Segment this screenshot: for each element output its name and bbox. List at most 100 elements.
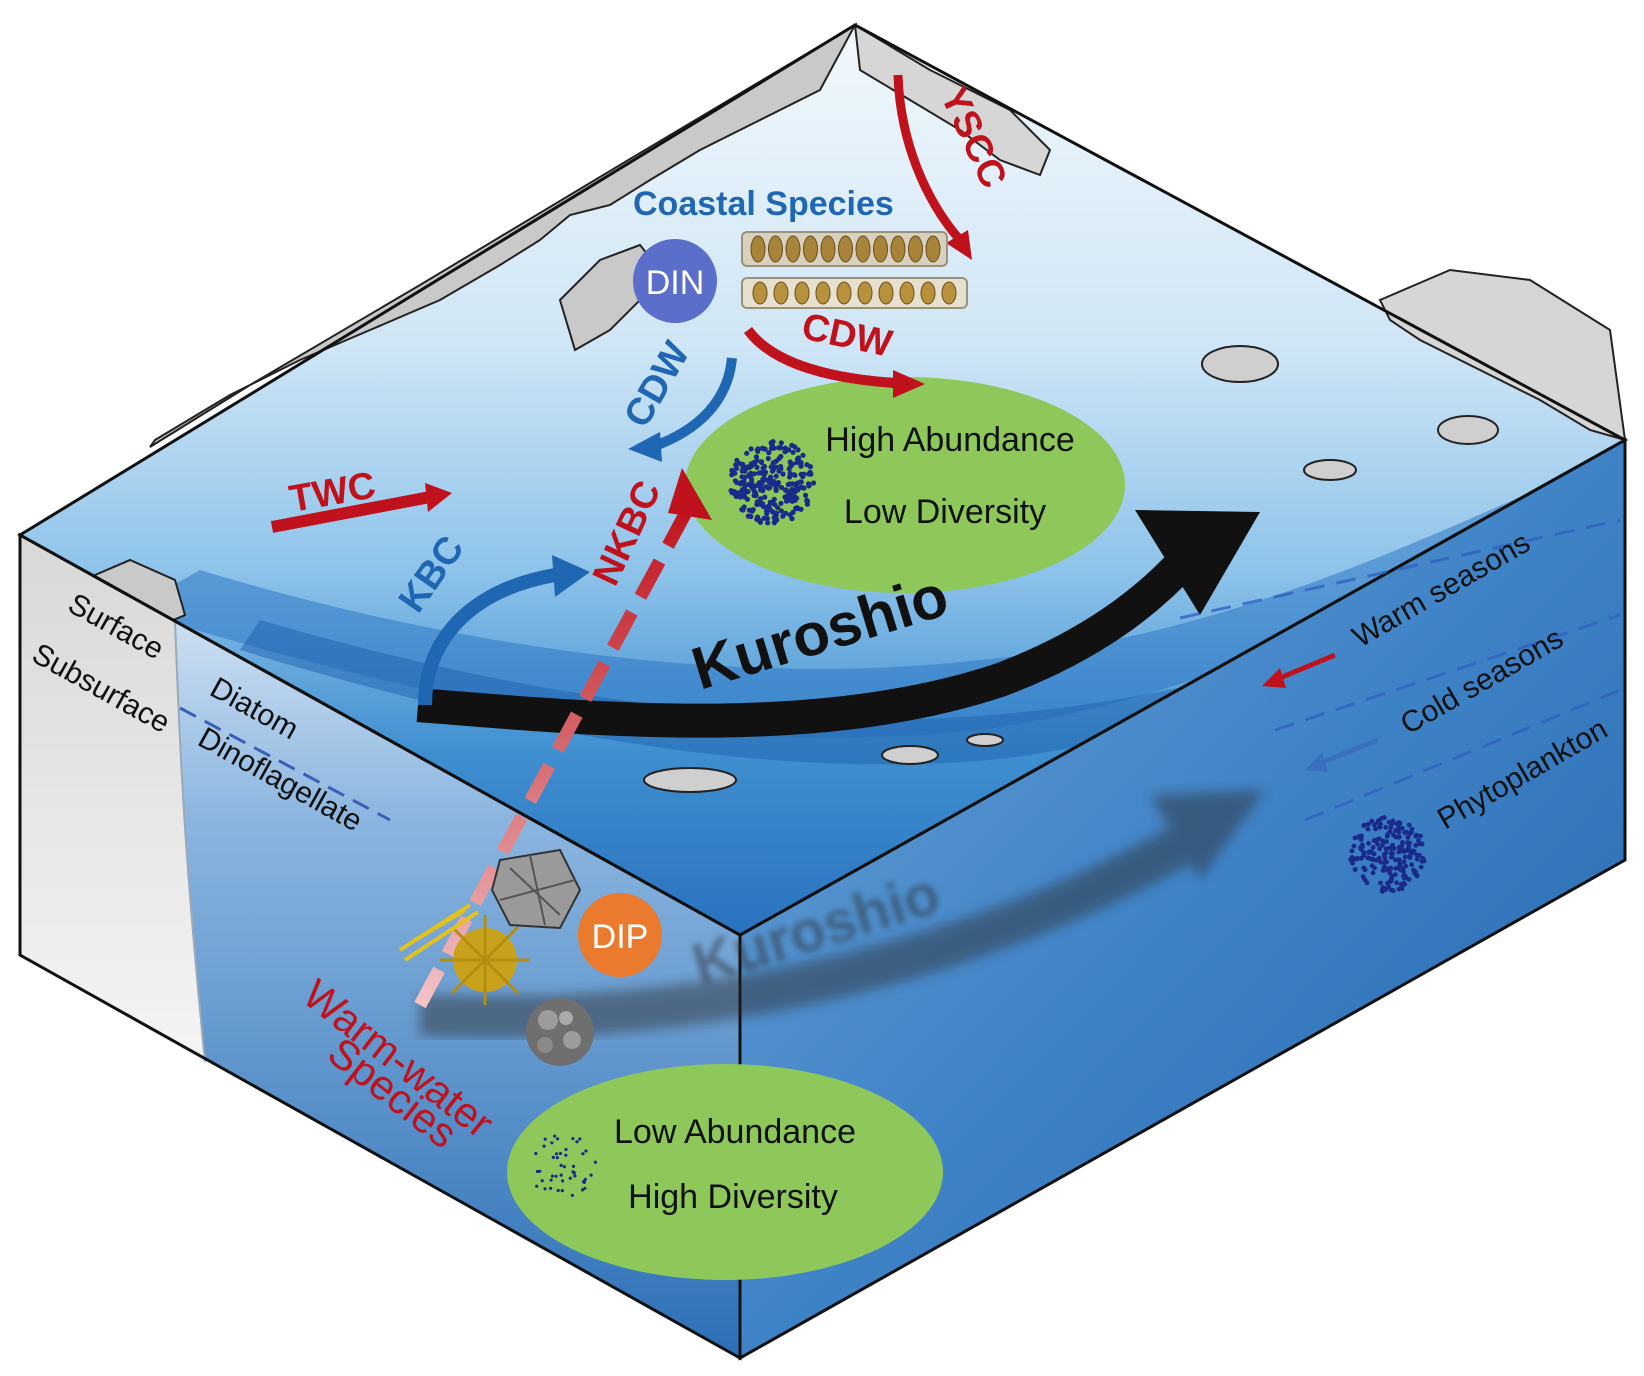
layer-divider-line	[179, 706, 391, 822]
phytoplankton-dot	[1378, 859, 1384, 865]
phytoplankton-dot	[535, 1169, 540, 1174]
coastal-species-label: Coastal Species	[633, 185, 894, 223]
phytoplankton-dot	[734, 465, 740, 471]
high-abundance-label: High Abundance	[825, 421, 1075, 459]
phytoplankton-dot	[1397, 862, 1403, 868]
phytoplankton-dot	[1370, 870, 1376, 876]
phytoplankton-dot	[1368, 856, 1373, 861]
phytoplankton-dot	[771, 478, 777, 484]
phytoplankton-dot	[1399, 825, 1405, 831]
phytoplankton-dot	[806, 483, 812, 489]
phytoplankton-dot	[768, 440, 774, 446]
phytoplankton-dot	[1406, 876, 1412, 882]
phytoplankton-dot	[1376, 855, 1382, 861]
high-abundance-zone: High Abundance Low Diversity	[685, 377, 1125, 593]
phytoplankton-dot	[1400, 840, 1405, 845]
phytoplankton-dot	[780, 471, 786, 477]
phytoplankton-dot	[560, 1189, 564, 1193]
phytoplankton-dot	[1409, 862, 1414, 868]
phytoplankton-dot	[731, 489, 737, 495]
phytoplankton-dot	[1414, 856, 1420, 862]
phytoplankton-dot	[765, 504, 771, 510]
phytoplankton-dot	[1418, 864, 1424, 870]
phytoplankton-dot	[770, 460, 776, 466]
phytoplankton-dot	[1383, 846, 1389, 852]
diatom-cell	[920, 281, 936, 305]
phytoplankton-dot	[754, 447, 760, 453]
phytoplankton-dot	[1420, 855, 1426, 861]
phytoplankton-dot	[741, 504, 747, 510]
phytoplankton-dot	[778, 484, 785, 491]
phytoplankton-dot	[551, 1155, 555, 1159]
phytoplankton-dot	[790, 449, 796, 455]
phytoplankton-dot	[776, 445, 782, 451]
phytoplankton-dot	[771, 520, 778, 526]
phytoplankton-dot	[780, 513, 786, 519]
phytoplankton-dot	[1390, 818, 1396, 824]
cdw-south-arrow	[628, 357, 737, 462]
phytoplankton-dot	[1378, 880, 1383, 886]
phytoplankton-dot	[1362, 877, 1368, 883]
phytoplankton-dot	[1389, 887, 1394, 893]
phytoplankton-dot	[770, 467, 776, 473]
phytoplankton-dot	[571, 1164, 576, 1168]
phytoplankton-dot	[738, 480, 745, 486]
phytoplankton-dot	[555, 1156, 559, 1160]
diatom-cell	[838, 235, 853, 263]
phytoplankton-dot	[570, 1193, 575, 1197]
phytoplankton-dot	[1391, 832, 1396, 838]
phytoplankton-dot	[745, 489, 751, 495]
phytoplankton-dot	[773, 473, 779, 479]
phytoplankton-dot	[748, 446, 754, 452]
phytoplankton-dot	[801, 471, 807, 477]
diatom-cell	[752, 281, 768, 305]
phytoplankton-dot	[1371, 822, 1377, 828]
phytoplankton-dot	[1380, 889, 1385, 894]
phytoplankton-dot	[584, 1149, 588, 1153]
diatom-cell	[941, 281, 957, 305]
phytoplankton-dot	[800, 485, 806, 491]
diatom-cell	[899, 281, 915, 305]
phytoplankton-dot	[535, 1184, 539, 1188]
phytoplankton-dot	[765, 455, 771, 462]
diatom-cell	[820, 235, 836, 263]
phytoplankton-dot	[739, 474, 745, 480]
diatom-cell	[925, 235, 941, 263]
phytoplankton-dot	[559, 1163, 563, 1167]
phytoplankton-dot	[1352, 867, 1358, 872]
phytoplankton-dot	[1416, 853, 1422, 858]
diatom-cell	[768, 235, 783, 263]
phytoplankton-dot	[798, 460, 804, 466]
phytoplankton-dot	[765, 520, 771, 526]
phytoplankton-dot	[1380, 842, 1385, 848]
phytoplankton-dot	[782, 445, 789, 451]
diatom-cell	[794, 281, 810, 305]
phytoplankton-dot	[798, 506, 804, 512]
phytoplankton-dot	[1366, 850, 1371, 855]
phytoplankton-dot	[737, 461, 743, 467]
phytoplankton-dot	[1413, 843, 1419, 848]
phytoplankton-dot	[774, 510, 780, 516]
phytoplankton-dot	[756, 480, 762, 486]
phytoplankton-dot	[558, 1151, 563, 1156]
phytoplankton-dot	[1401, 859, 1407, 865]
phytoplankton-dot	[1393, 828, 1398, 833]
phytoplankton-dot	[550, 1174, 555, 1178]
phytoplankton-dot	[794, 456, 801, 462]
phytoplankton-dot	[758, 496, 764, 502]
phytoplankton-dot	[771, 496, 777, 502]
phytoplankton-dot	[1405, 835, 1411, 840]
phytoplankton-dot	[1383, 825, 1389, 830]
phytoplankton-dot	[1349, 855, 1355, 860]
phytoplankton-dot	[1380, 885, 1386, 891]
diatom-cell	[815, 281, 831, 305]
phytoplankton-dot	[1366, 840, 1371, 846]
low-abundance-zone: Low Abundance High Diversity	[507, 1064, 943, 1280]
phytoplankton-dot	[1418, 833, 1423, 839]
phytoplankton-dot	[550, 1141, 554, 1145]
phytoplankton-dot	[575, 1140, 579, 1144]
phytoplankton-dot	[1393, 857, 1398, 863]
phytoplankton-dot	[808, 471, 814, 477]
diatom-chain-image	[741, 231, 968, 309]
phytoplankton-dot	[804, 497, 810, 503]
